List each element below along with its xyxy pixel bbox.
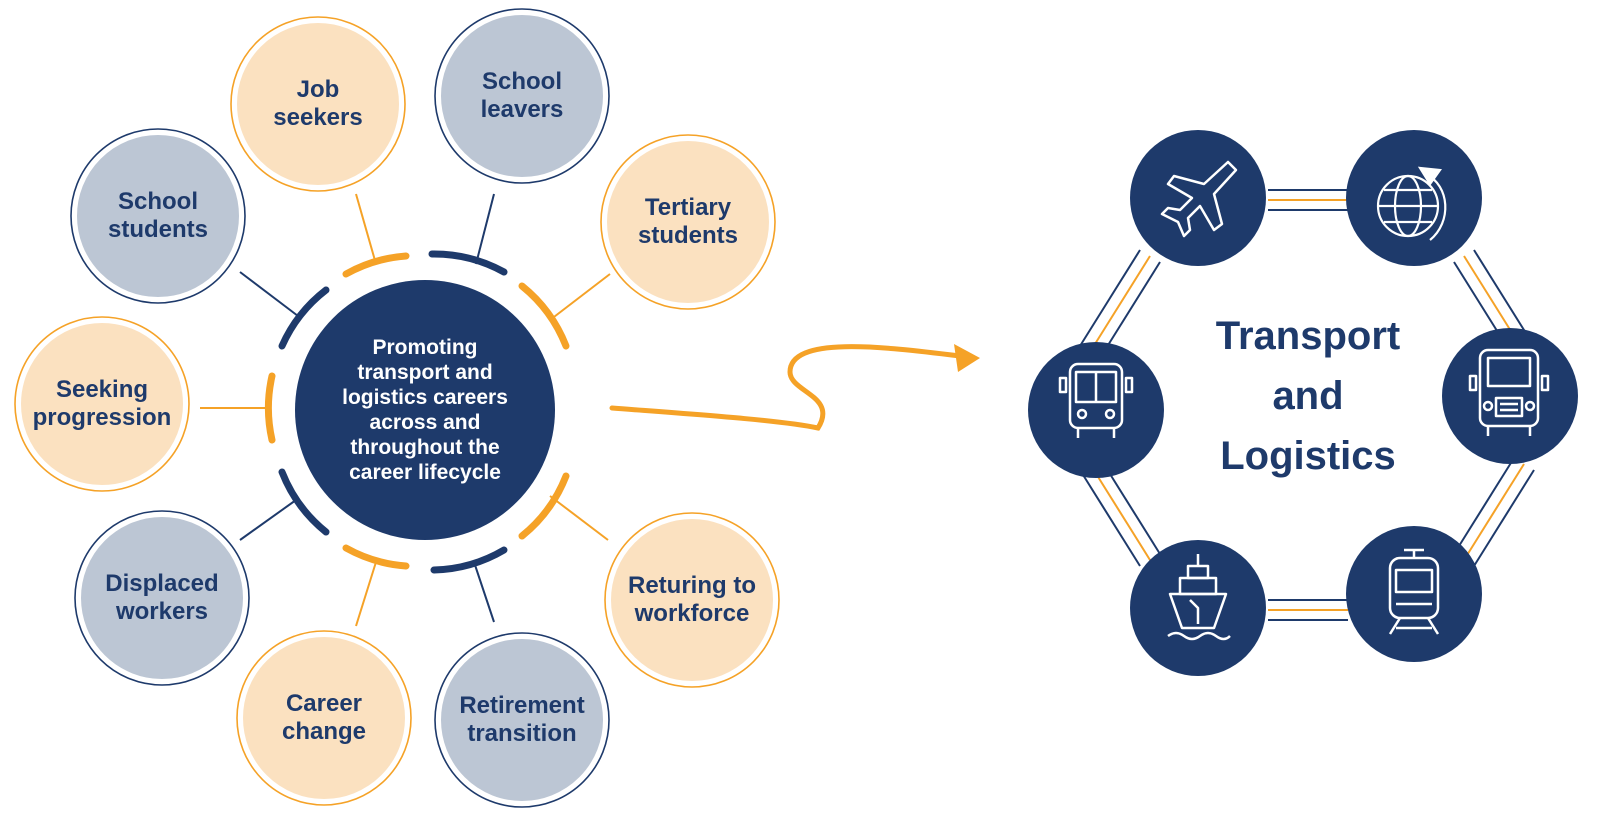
job-seekers-line-2: seekers [273, 104, 363, 131]
seeking-progression-label: Seeking progression [22, 364, 182, 444]
center-ring [264, 250, 570, 574]
center-label: Promoting transport and logistics career… [305, 290, 545, 530]
truck-icon [1442, 328, 1578, 464]
school-leavers-label: School leavers [442, 56, 602, 136]
seeking-progression-line-1: Seeking [55, 376, 149, 403]
airplane-icon [1130, 130, 1266, 266]
center-line-1: Promoting [372, 336, 478, 359]
career-change-line-1: Career [285, 690, 363, 717]
bus-icon [1028, 342, 1164, 478]
center-circle [295, 280, 555, 540]
center-line-6: career lifecycle [349, 461, 501, 484]
retirement-transition-label: Retirement transition [442, 680, 602, 760]
swoosh-arrow [609, 344, 980, 431]
retirement-transition-line-1: Retirement [459, 692, 585, 719]
tertiary-students-line-2: students [637, 222, 738, 249]
returning-to-workforce-circle [605, 513, 779, 687]
retirement-transition-circle [435, 633, 609, 807]
job-seekers-line-1: Job [296, 76, 340, 103]
school-students-circle [71, 129, 245, 303]
returning-to-workforce-line-2: workforce [634, 600, 750, 627]
school-leavers-line-1: School [481, 68, 562, 95]
returning-to-workforce-label: Returing to workforce [612, 560, 772, 640]
returning-to-workforce-line-1: Returing to [628, 572, 756, 599]
ship-icon [1130, 540, 1266, 676]
school-students-label: School students [78, 176, 238, 256]
globe-icon [1346, 130, 1482, 266]
seeking-progression-circle [15, 317, 189, 491]
displaced-workers-circle [75, 511, 249, 685]
school-leavers-circle [435, 9, 609, 183]
displaced-workers-line-1: Displaced [105, 570, 219, 597]
tertiary-students-circle [601, 135, 775, 309]
transport-title-line-3: Logistics [1220, 434, 1396, 478]
center-line-4: across and [369, 411, 481, 434]
transport-title-line-1: Transport [1215, 314, 1401, 358]
career-change-label: Career change [244, 678, 404, 758]
job-seekers-circle [231, 17, 405, 191]
train-icon [1346, 526, 1482, 662]
transport-logistics-title: Transport and Logistics [1178, 306, 1438, 486]
retirement-transition-line-2: transition [467, 720, 577, 747]
school-students-line-1: School [117, 188, 198, 215]
seeking-progression-line-2: progression [32, 404, 172, 431]
displaced-workers-label: Displaced workers [82, 558, 242, 638]
connector-lines [200, 193, 611, 627]
tertiary-students-label: Tertiary students [608, 182, 768, 262]
career-change-circle [237, 631, 411, 805]
displaced-workers-line-2: workers [115, 598, 209, 625]
school-students-line-2: students [107, 216, 208, 243]
tertiary-students-line-1: Tertiary [644, 194, 732, 221]
career-change-line-2: change [281, 718, 367, 745]
center-line-2: transport and [357, 361, 493, 384]
satellite-circles [14, 8, 780, 808]
center-line-3: logistics careers [342, 386, 508, 409]
center-line-5: throughout the [350, 436, 500, 459]
transport-title-line-2: and [1272, 374, 1344, 418]
job-seekers-label: Job seekers [238, 64, 398, 144]
school-leavers-line-2: leavers [480, 96, 564, 123]
